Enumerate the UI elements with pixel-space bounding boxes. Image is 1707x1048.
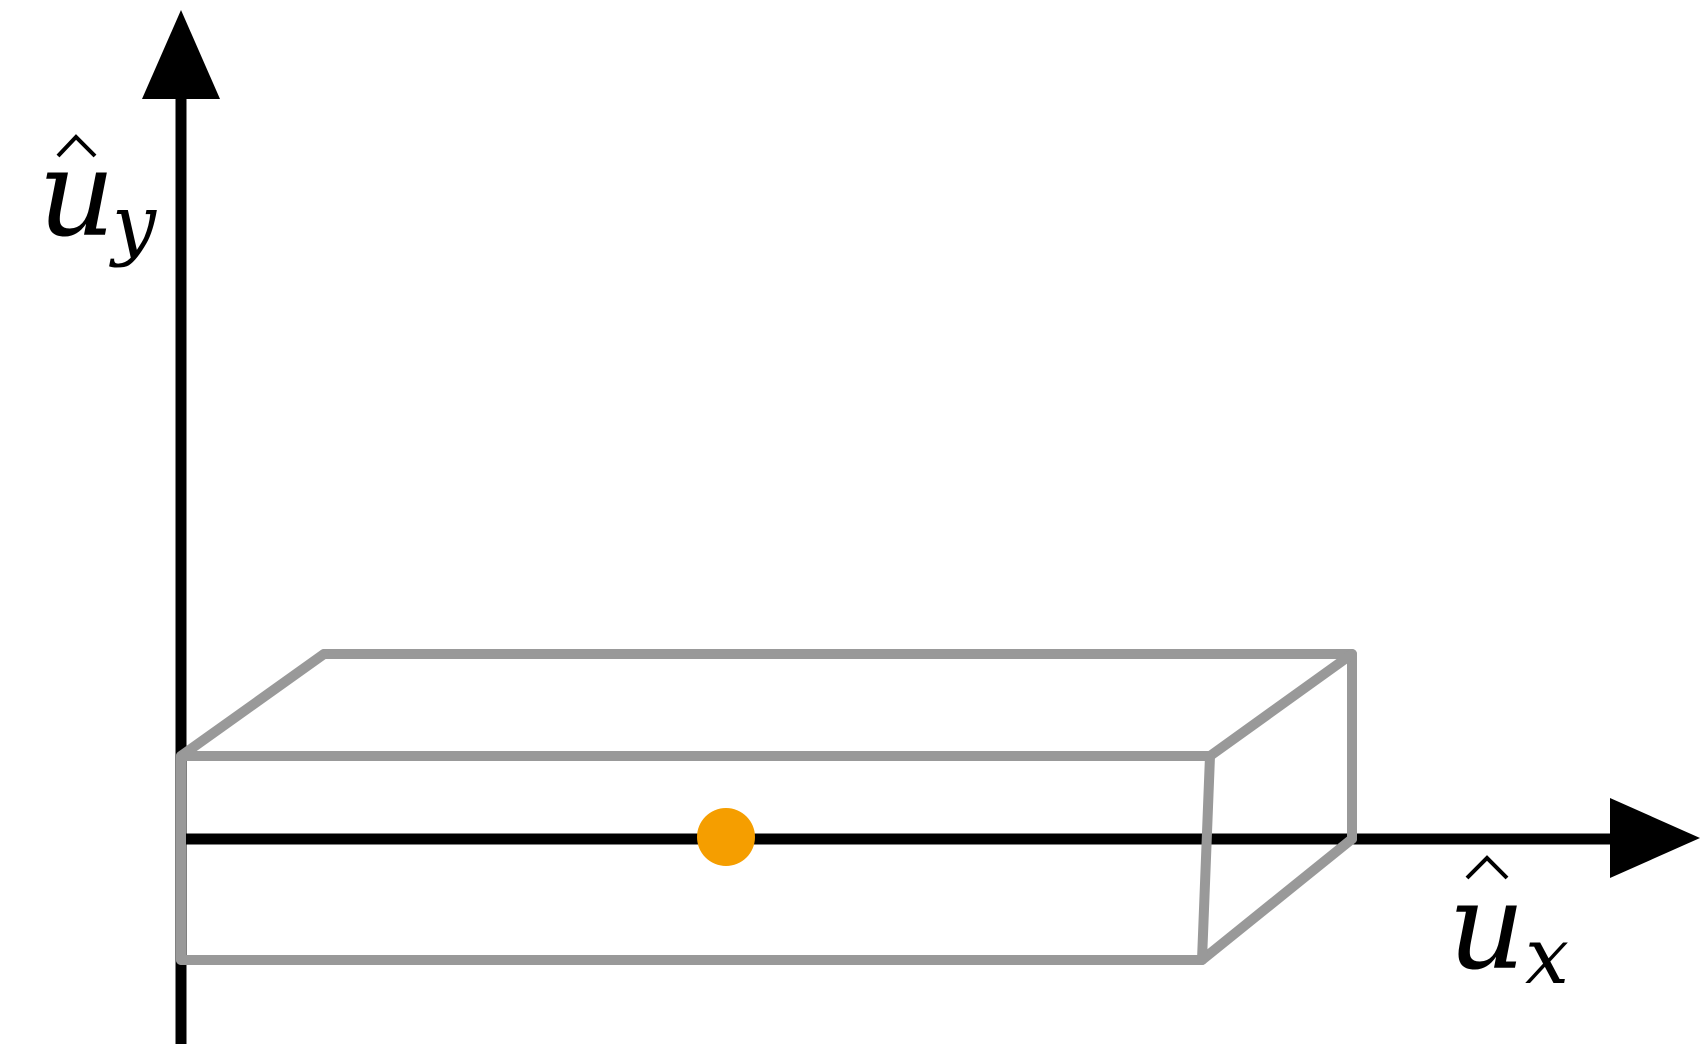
y-axis-hat bbox=[56, 134, 97, 158]
y-axis-arrowhead bbox=[142, 10, 220, 99]
y-axis-symbol: u bbox=[38, 125, 115, 264]
y-axis-label: u y bbox=[38, 125, 157, 269]
y-axis-subscript: y bbox=[109, 179, 157, 269]
box-left-depth-edge bbox=[176, 649, 329, 761]
box-top-right-depth-edge bbox=[1205, 649, 1357, 761]
cuboid-wireframe bbox=[176, 649, 1357, 965]
box-bottom-right-depth-edge bbox=[1197, 834, 1357, 965]
x-axis-symbol: u bbox=[1448, 858, 1525, 997]
center-point-marker bbox=[697, 808, 755, 866]
x-axis-label: u x bbox=[1448, 855, 1569, 1002]
x-axis-arrowhead bbox=[1610, 798, 1700, 878]
x-axis-subscript: x bbox=[1525, 912, 1569, 1002]
x-axis-hat bbox=[1465, 855, 1509, 880]
box-front-right-edge bbox=[1197, 751, 1215, 965]
